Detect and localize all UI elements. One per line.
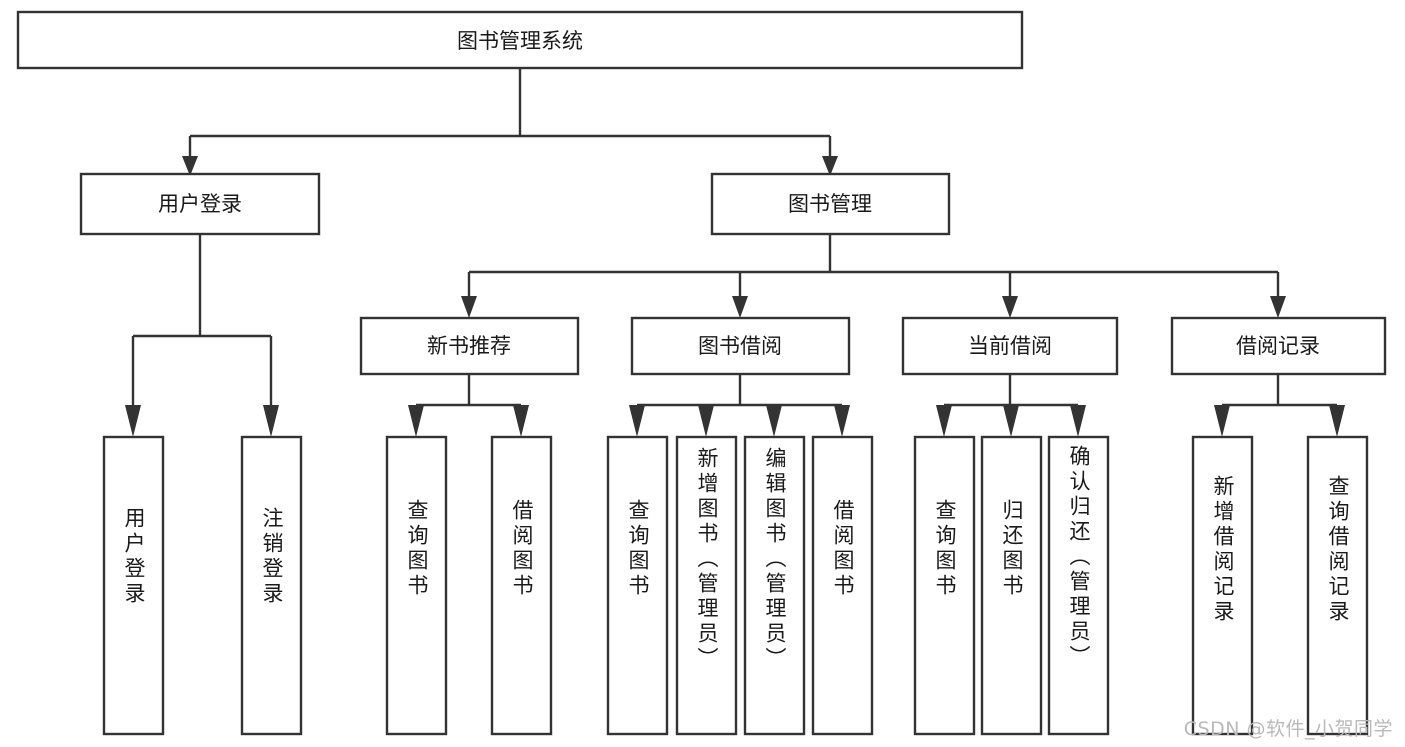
node-new-book-recommend[interactable]: [359, 316, 580, 376]
arrow-bookmanage-to-borrow-record: [1270, 296, 1286, 318]
node-leaf-borrowrecord-query[interactable]: [1306, 435, 1369, 736]
arrow-bookborrow-leaf-2: [698, 405, 714, 437]
arrow-bookmanage-to-book-borrow: [732, 296, 748, 318]
node-leaf-currentborrow-return[interactable]: [980, 435, 1043, 736]
node-leaf-bookborrow-edit[interactable]: [743, 435, 806, 736]
arrow-borrowrecord-leaf-2: [1329, 405, 1345, 437]
node-leaf-borrowrecord-add[interactable]: [1191, 435, 1254, 736]
arrow-newbook-leaf-2: [513, 405, 529, 437]
csdn-watermark: CSDN @软件_小贺同学: [1183, 718, 1393, 740]
node-label-root: 图书管理系统: [457, 29, 583, 53]
node-user-login[interactable]: [79, 172, 321, 236]
node-leaf-user-login-login[interactable]: [102, 435, 165, 736]
node-book-management-system[interactable]: [16, 10, 1024, 70]
node-label-book-borrow: 图书借阅: [698, 334, 782, 358]
arrow-bookmanage-to-new-book: [461, 296, 477, 318]
node-label-book-management: 图书管理: [788, 192, 872, 216]
node-current-borrow[interactable]: [901, 316, 1119, 376]
node-layer: 图书管理系统 用户登录 图书管理 新书推荐 图书借阅 当前借阅 借阅记录: [16, 10, 1387, 736]
arrow-currentborrow-leaf-3: [1070, 405, 1086, 437]
node-leaf-user-login-logout[interactable]: [240, 435, 303, 736]
node-book-borrow[interactable]: [630, 316, 851, 376]
arrow-bookmanage-to-current-borrow: [1002, 296, 1018, 318]
node-leaf-currentborrow-confirm[interactable]: [1047, 435, 1110, 736]
arrow-borrowrecord-leaf-1: [1214, 405, 1230, 437]
node-book-management[interactable]: [710, 172, 951, 236]
arrow-userlogin-leaf-1: [125, 405, 141, 437]
node-leaf-currentborrow-query[interactable]: [913, 435, 976, 736]
node-leaf-newbook-query[interactable]: [385, 435, 448, 736]
node-label-current-borrow: 当前借阅: [968, 334, 1052, 358]
node-leaf-bookborrow-lend[interactable]: [811, 435, 874, 736]
node-label-new-book-recommend: 新书推荐: [427, 334, 511, 358]
arrow-bookborrow-leaf-4: [834, 405, 850, 437]
arrow-currentborrow-leaf-1: [936, 405, 952, 437]
arrow-userlogin-leaf-2: [263, 405, 279, 437]
node-leaf-bookborrow-query[interactable]: [606, 435, 669, 736]
arrow-bookborrow-leaf-3: [766, 405, 782, 437]
node-leaf-newbook-borrow[interactable]: [490, 435, 553, 736]
arrow-root-to-user-login: [182, 156, 198, 176]
node-label-user-login: 用户登录: [158, 192, 242, 216]
connector-layer: [125, 68, 1345, 437]
node-label-borrow-record: 借阅记录: [1236, 334, 1320, 358]
arrow-root-to-book-manage: [822, 156, 838, 176]
arrow-newbook-leaf-1: [408, 405, 424, 437]
arrow-bookborrow-leaf-1: [629, 405, 645, 437]
node-leaf-bookborrow-add[interactable]: [675, 435, 738, 736]
arrow-currentborrow-leaf-2: [1003, 405, 1019, 437]
node-borrow-record[interactable]: [1170, 316, 1387, 376]
